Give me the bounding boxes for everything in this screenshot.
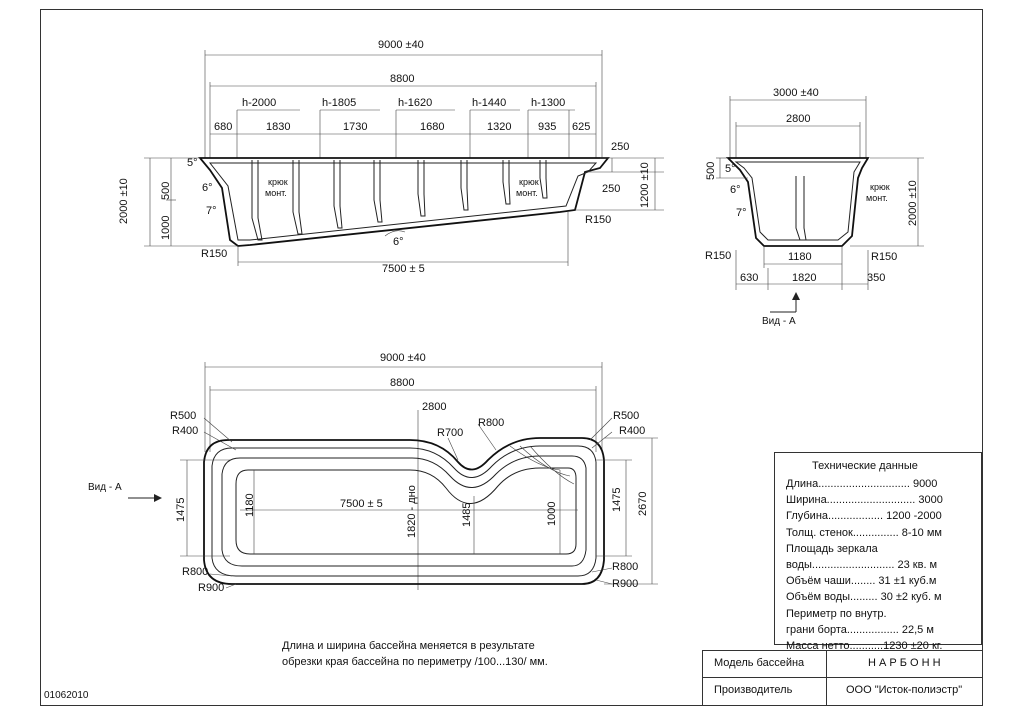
tech-row: Объём воды......... 30 ±2 куб. м (786, 591, 942, 604)
segment-3: 1730 (343, 121, 368, 133)
depth-1: h-2000 (242, 97, 277, 109)
plan-1475-right: 1475 (611, 487, 623, 512)
depth-4: h-1440 (472, 97, 507, 109)
stamp-model-label: Модель бассейна (714, 657, 805, 669)
tech-row: Площадь зеркала (786, 542, 878, 555)
side-1820: 1820 (792, 272, 817, 284)
tech-row: Периметр по внутр. (786, 607, 887, 620)
top-overall-length: 9000 ±40 (378, 39, 424, 51)
top-angle6-bottom: 6° (393, 236, 404, 248)
side-angle6: 6° (730, 184, 741, 196)
plan-1820: 1820 - дно (406, 485, 418, 538)
plan-view-arrow-label: Вид - А (88, 482, 122, 493)
stamp-divider-h (702, 677, 983, 678)
note-line-1: Длина и ширина бассейна меняется в резул… (282, 640, 535, 652)
plan-r700: R700 (437, 427, 464, 439)
note-line-2: обрезки края бассейна по периметру /100.… (282, 656, 548, 668)
side-r150-right: R150 (871, 251, 898, 263)
hook-2a: крюк (519, 177, 539, 187)
doc-number: 01062010 (44, 690, 89, 701)
tech-row: Глубина.................. 1200 -2000 (786, 510, 942, 523)
cross-section (716, 96, 924, 313)
segment-4: 1680 (420, 121, 445, 133)
stamp-table (702, 650, 983, 706)
top-angle5: 5° (187, 157, 198, 169)
side-hook-2: монт. (866, 193, 888, 203)
tech-row: Объём чаши........ 31 ±1 куб.м (786, 575, 937, 588)
longitudinal-section (144, 50, 664, 266)
hook-1a: крюк (268, 177, 288, 187)
drawing-frame (40, 9, 983, 706)
stamp-maker-label: Производитель (714, 684, 793, 696)
depth-3: h-1620 (398, 97, 433, 109)
plan-r400-right: R400 (619, 425, 646, 437)
top-angle7: 7° (206, 205, 217, 217)
plan-r800-left: R800 (182, 566, 209, 578)
segment-2: 1830 (266, 121, 291, 133)
hook-2b: монт. (516, 188, 538, 198)
tech-row: Масса нетто...........1230 ±20 кг. (786, 640, 943, 652)
plan-1475-left: 1475 (175, 497, 187, 522)
side-350: 350 (867, 272, 886, 284)
plan-r800-top: R800 (478, 417, 505, 429)
side-630: 630 (740, 272, 759, 284)
side-d500: 500 (705, 161, 717, 180)
top-r150-right: R150 (585, 214, 612, 226)
side-r150-left: R150 (705, 250, 732, 262)
plan-overall-length: 9000 ±40 (380, 352, 426, 364)
plan-inner-length: 8800 (390, 377, 415, 389)
top-angle6: 6° (202, 182, 213, 194)
plan-r500-right: R500 (613, 410, 640, 422)
stamp-model-value: Н А Р Б О Н Н (868, 657, 941, 669)
tech-row: Ширина............................. 3000 (786, 494, 943, 507)
side-hook-1: крюк (870, 182, 890, 192)
top-250-b: 250 (602, 183, 621, 195)
plan-r900-left: R900 (198, 582, 225, 594)
tech-row: Толщ. стенок............... 8-10 мм (786, 526, 942, 539)
tech-title: Технические данные (812, 460, 918, 472)
side-width-inner: 2800 (786, 113, 811, 125)
plan-r900-right: R900 (612, 578, 639, 590)
plan-2670: 2670 (637, 491, 649, 516)
segment-7: 625 (572, 121, 591, 133)
side-width: 3000 ±40 (773, 87, 819, 99)
tech-data-box (774, 452, 982, 645)
tech-row: грани борта................. 22,5 м (786, 623, 934, 636)
side-angle5: 5° (725, 163, 736, 175)
top-inner-length: 8800 (390, 73, 415, 85)
plan-r400-left: R400 (172, 425, 199, 437)
top-d500: 500 (160, 181, 172, 200)
plan-bottom-len: 7500 ± 5 (340, 498, 383, 510)
side-view-label: Вид - А (762, 316, 796, 327)
depth-2: h-1805 (322, 97, 357, 109)
tech-row: воды........................... 23 кв. м (786, 559, 938, 571)
plan-1180: 1180 (244, 493, 256, 517)
depth-5: h-1300 (531, 97, 566, 109)
plan-r500-left: R500 (170, 410, 197, 422)
stamp-maker-value: ООО "Исток-полиэстр" (846, 684, 963, 696)
plan-width-2800: 2800 (422, 401, 447, 413)
plan-view (128, 362, 658, 590)
segment-1: 680 (214, 121, 233, 133)
top-right-height: 1200 ±10 (639, 162, 651, 208)
segment-5: 1320 (487, 121, 512, 133)
stamp-divider-v (826, 650, 827, 706)
top-depth-left: 2000 ±10 (118, 178, 130, 224)
segment-6: 935 (538, 121, 557, 133)
side-height: 2000 ±10 (907, 180, 919, 226)
plan-1000: 1000 (546, 501, 558, 526)
plan-1485: 1485 (461, 502, 473, 527)
top-bottom-length: 7500 ± 5 (382, 263, 425, 275)
top-r150-left: R150 (201, 248, 228, 260)
side-angle7: 7° (736, 207, 747, 219)
plan-r800-right: R800 (612, 561, 639, 573)
top-250-a: 250 (611, 141, 630, 153)
tech-row: Длина.............................. 9000 (786, 478, 938, 490)
side-1180: 1180 (788, 251, 812, 263)
top-d1000: 1000 (160, 215, 172, 240)
hook-1b: монт. (265, 188, 287, 198)
